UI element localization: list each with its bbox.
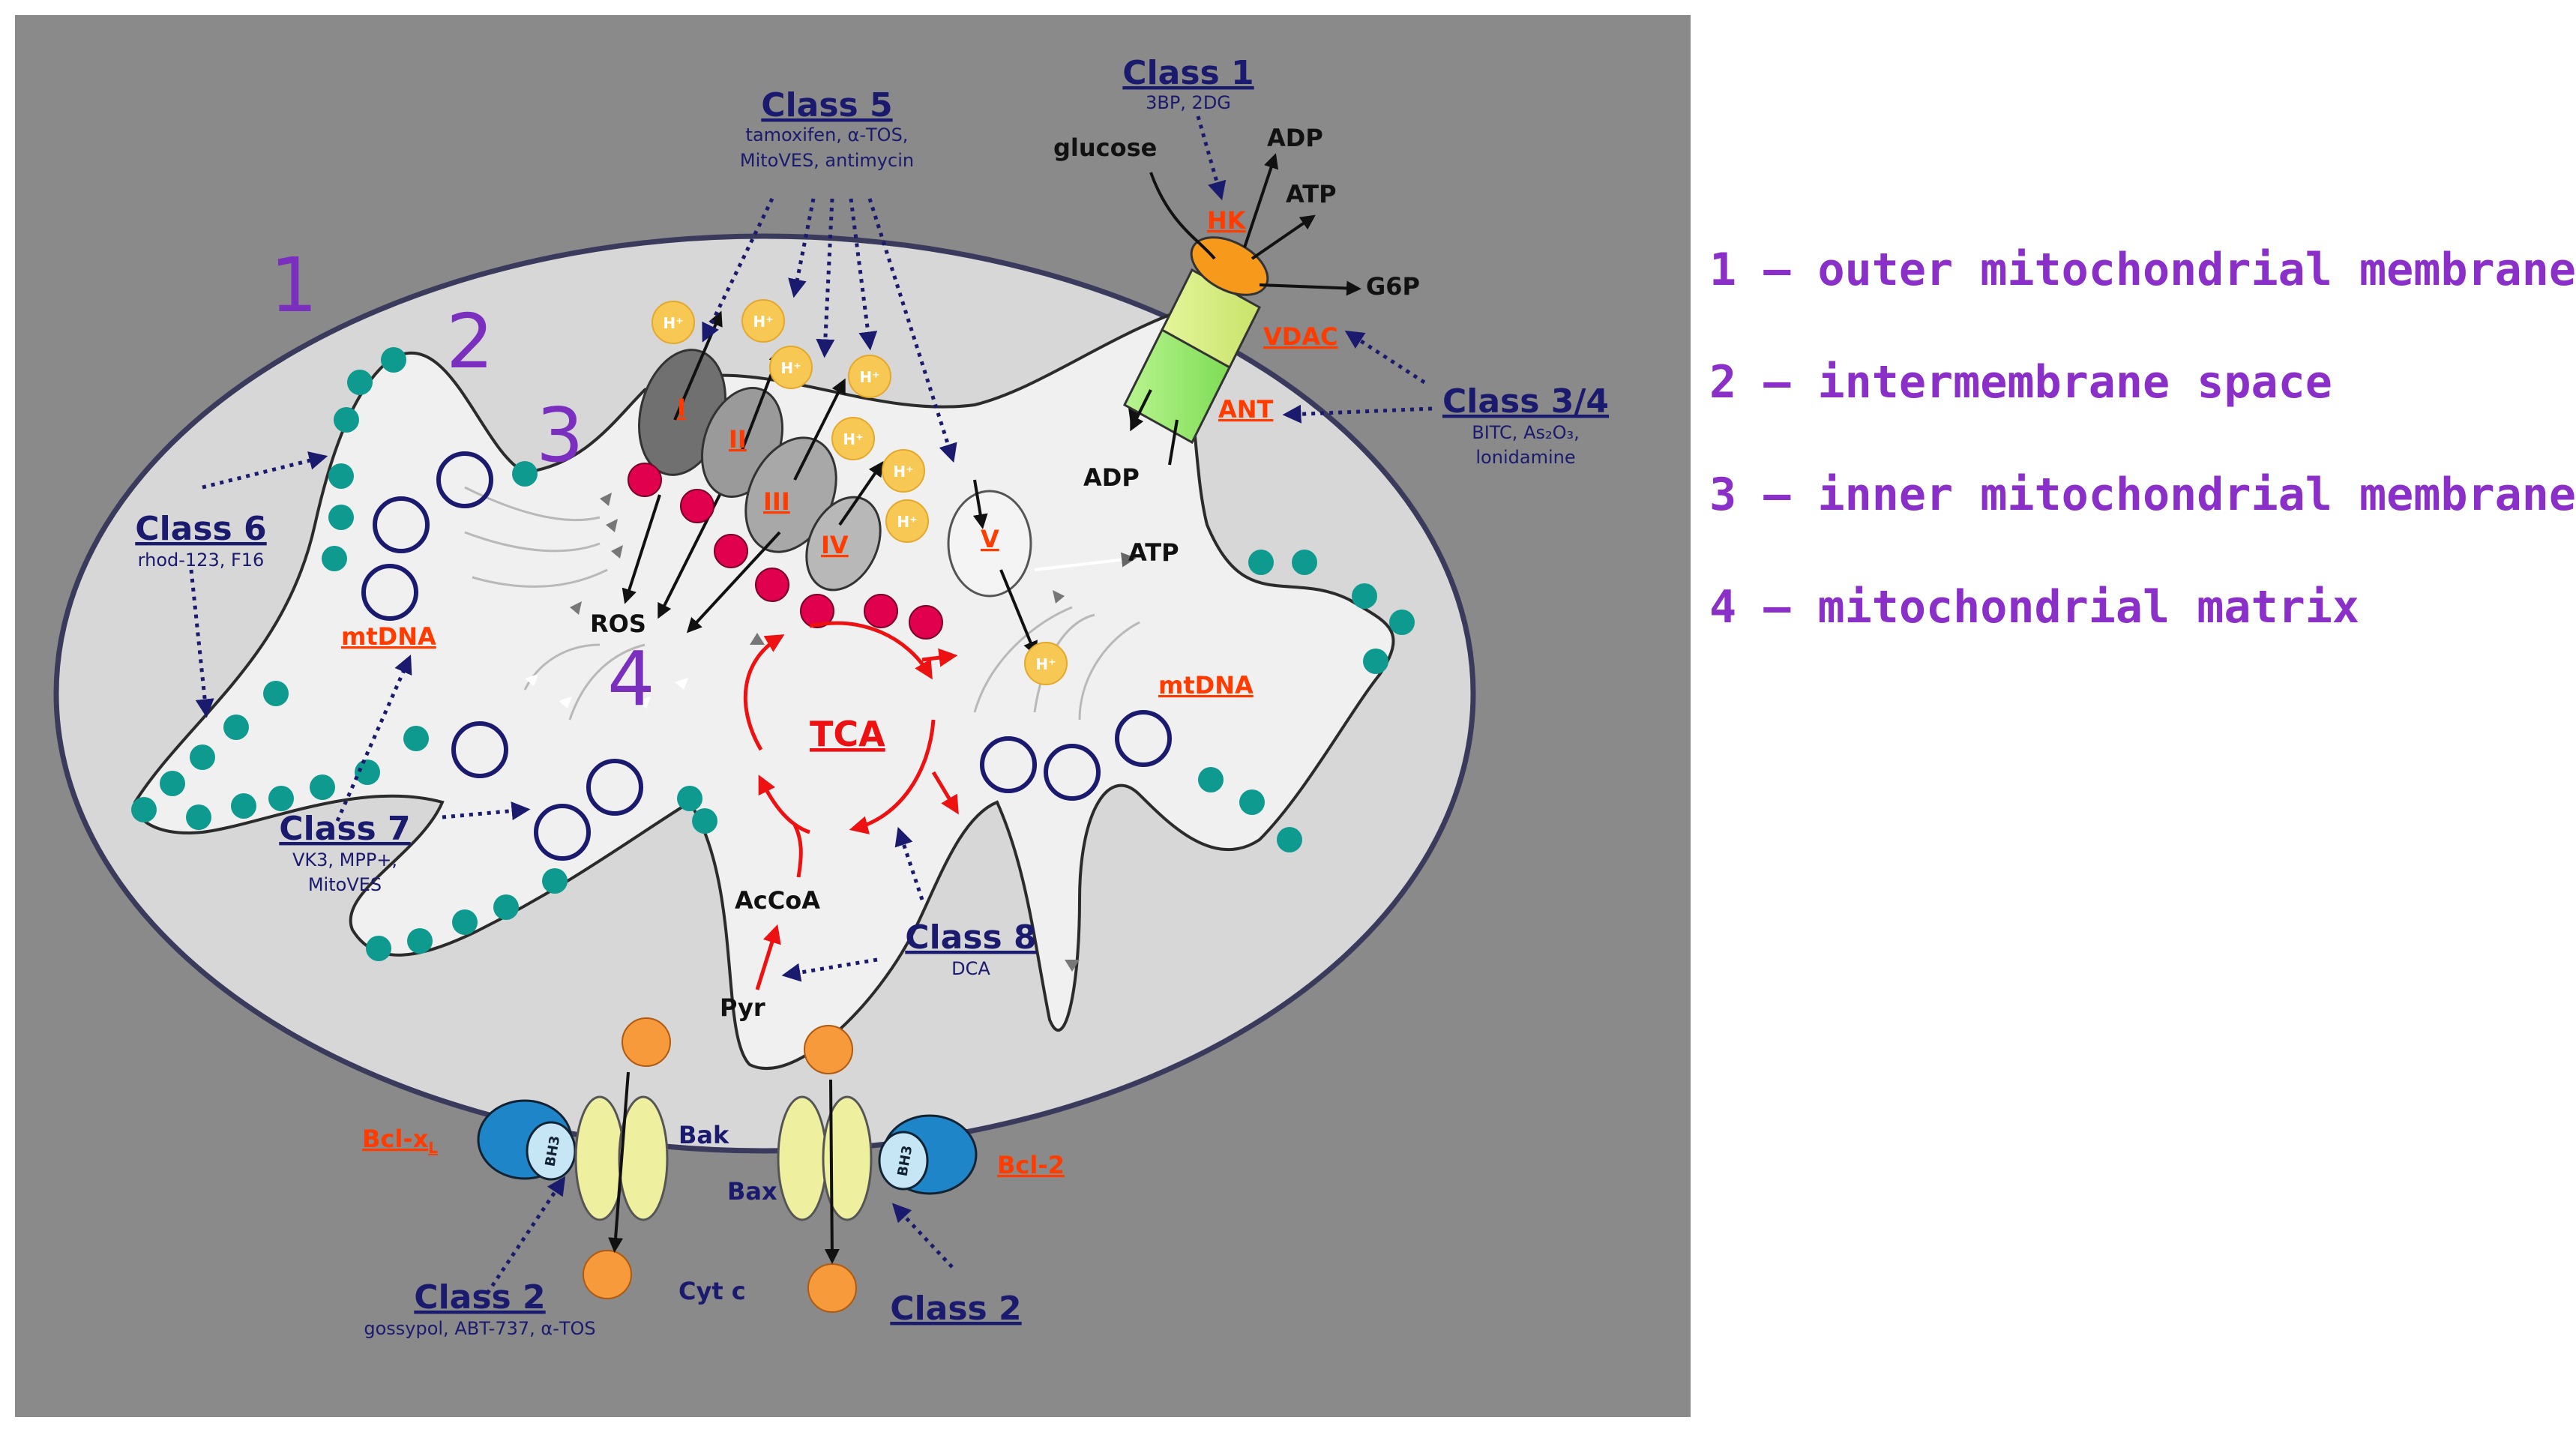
class-5-drugs-line2: MitoVES, antimycin	[740, 150, 914, 171]
legend-item-inner-membrane: 3 – inner mitochondrial membrane	[1709, 469, 2576, 521]
g6p-label: G6P	[1366, 272, 1420, 301]
class-6-title: Class 6	[135, 510, 266, 548]
class-7-drugs-line2: MitoVES	[308, 874, 382, 895]
proton-label: H⁺	[1035, 655, 1056, 673]
proton-label: H⁺	[897, 513, 917, 531]
bcl-xl-label: Bcl-xL	[362, 1125, 438, 1157]
proton-label: H⁺	[663, 314, 683, 332]
cytc-label: Cyt c	[678, 1277, 746, 1305]
pyr-label: Pyr	[720, 993, 765, 1022]
ros-label: ROS	[590, 610, 646, 638]
class-6-drugs: rhod-123, F16	[138, 550, 265, 571]
region-number-2: 2	[446, 298, 494, 385]
tca-label: TCA	[810, 714, 885, 754]
membrane-dots	[131, 347, 1415, 961]
ros-dots	[628, 463, 943, 640]
class-8-title: Class 8	[905, 918, 1036, 957]
complex-III-label: III	[763, 487, 790, 516]
legend-item-matrix: 4 – mitochondrial matrix	[1709, 581, 2359, 634]
proton-label: H⁺	[843, 430, 863, 448]
class-7-drugs-line1: VK3, MPP+,	[292, 849, 397, 870]
hk-label: HK	[1207, 206, 1247, 235]
region-number-1: 1	[270, 241, 318, 329]
class-2-left-drugs: gossypol, ABT-737, α-TOS	[364, 1318, 595, 1339]
bax-pore	[777, 1095, 873, 1221]
cytochrome-c	[583, 1017, 857, 1313]
proton-label: H⁺	[753, 313, 773, 331]
bcl-2-label: Bcl-2	[997, 1151, 1065, 1179]
class-5-drugs-line1: tamoxifen, α-TOS,	[746, 124, 909, 145]
legend: 1 – outer mitochondrial membrane 2 – int…	[1709, 247, 2576, 697]
class-34-title: Class 3/4	[1442, 382, 1609, 421]
region-number-4: 4	[607, 635, 655, 723]
class-1-title: Class 1	[1122, 54, 1254, 92]
class-5-title: Class 5	[761, 86, 892, 124]
atp-top-label: ATP	[1286, 180, 1337, 208]
class-34-drugs-line1: BITC, As₂O₃,	[1472, 422, 1580, 443]
class-2-right-title: Class 2	[890, 1290, 1021, 1328]
bcl-xl-protein	[477, 1099, 577, 1181]
complex-IV	[805, 496, 882, 592]
mtdna-left-label: mtDNA	[341, 622, 436, 651]
adp-top-label: ADP	[1267, 124, 1323, 152]
class-34-drugs-line2: lonidamine	[1475, 447, 1575, 468]
class-8-drugs: DCA	[951, 958, 990, 979]
complex-V-label: V	[981, 525, 999, 553]
vdac-ant-channel	[1123, 236, 1269, 445]
vdac-label: VDAC	[1263, 322, 1338, 351]
mtdna-right-label: mtDNA	[1158, 671, 1254, 700]
glucose-label: glucose	[1053, 133, 1157, 162]
mtdna-rings	[361, 451, 1172, 861]
proton-label: H⁺	[859, 368, 879, 386]
bcl-2-protein	[878, 1114, 978, 1195]
bak-pore	[574, 1095, 669, 1221]
complex-I-label: I	[677, 394, 686, 422]
complex-IV-label: IV	[821, 531, 849, 559]
legend-item-outer-membrane: 1 – outer mitochondrial membrane	[1709, 244, 2576, 296]
complex-V	[947, 490, 1032, 598]
adp-mid-label: ADP	[1083, 463, 1140, 492]
bak-label: Bak	[678, 1121, 729, 1149]
class-1-drugs: 3BP, 2DG	[1146, 92, 1231, 113]
class-7-title: Class 7	[279, 810, 410, 848]
proton-group	[651, 299, 1068, 685]
accoa-label: AcCoA	[735, 886, 820, 915]
class-2-left-title: Class 2	[414, 1278, 545, 1317]
region-number-3: 3	[536, 391, 584, 479]
proton-label: H⁺	[893, 463, 913, 481]
proton-label: H⁺	[780, 359, 801, 377]
tca-cycle	[743, 621, 959, 990]
bax-label: Bax	[727, 1177, 777, 1206]
complex-II-label: II	[729, 425, 747, 454]
ant-label: ANT	[1218, 395, 1274, 424]
legend-item-intermembrane-space: 2 – intermembrane space	[1709, 356, 2332, 409]
atp-mid-label: ATP	[1128, 538, 1179, 567]
